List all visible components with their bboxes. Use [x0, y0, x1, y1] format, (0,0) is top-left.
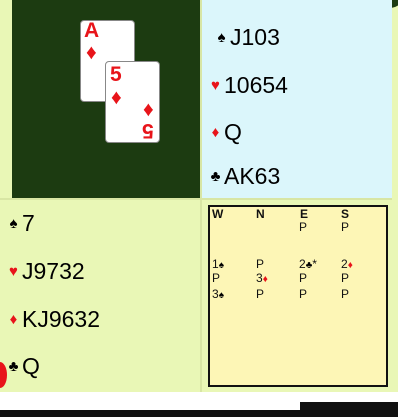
north-diamonds-holding[interactable]: ♦Q: [207, 119, 242, 146]
club-icon: ♣: [306, 260, 313, 271]
bid-call: P: [299, 288, 307, 300]
west-spades-holding[interactable]: ♠7: [5, 210, 35, 237]
north-clubs-holding[interactable]: ♣AK63: [207, 163, 280, 190]
bid-call: P: [256, 258, 264, 270]
diamond-icon: ♦: [86, 42, 97, 63]
holding-cards: KJ9632: [22, 306, 100, 332]
diamond-icon: ♦: [143, 99, 154, 120]
north-spades-holding[interactable]: ♠J103: [213, 24, 280, 51]
bid-call: 3♦: [256, 272, 268, 286]
heart-icon: ♥: [5, 259, 22, 285]
holding-cards: 7: [22, 210, 35, 236]
horizontal-divider: [0, 198, 392, 200]
holding-cards: Q: [22, 353, 40, 379]
diamond-icon: ♦: [348, 260, 353, 271]
bid-call: P: [341, 272, 349, 284]
club-icon: ♣: [207, 164, 224, 190]
spade-icon: ♠: [5, 211, 22, 237]
vertical-divider: [200, 0, 202, 392]
holding-cards: Q: [224, 119, 242, 145]
bid-call: 3♠: [212, 288, 224, 302]
diamond-icon: ♦: [207, 120, 224, 146]
right-edge-strip: [392, 0, 398, 392]
holding-cards: 10654: [224, 72, 288, 98]
spade-icon: ♠: [213, 25, 230, 51]
bid-call: 1♠: [212, 258, 224, 272]
bid-call: P: [341, 221, 349, 233]
bid-call: P: [299, 272, 307, 284]
club-icon: ♣: [5, 354, 22, 380]
bid-header-north: N: [256, 208, 265, 220]
holding-cards: J9732: [22, 258, 85, 284]
card-rank: A: [84, 20, 99, 41]
spade-icon: ♠: [219, 290, 224, 301]
bidding-box: [208, 205, 388, 387]
bid-call: P: [341, 288, 349, 300]
west-diamonds-holding[interactable]: ♦KJ9632: [5, 306, 100, 333]
heart-icon: ♥: [207, 73, 224, 99]
bid-call: P: [256, 288, 264, 300]
bid-call: 2♦: [341, 258, 353, 272]
played-card-five-of-diamonds[interactable]: 5 ♦ ♦ 5: [105, 61, 160, 143]
diamond-icon: ♦: [111, 87, 122, 108]
holding-cards: J103: [230, 24, 280, 50]
diamond-icon: ♦: [263, 274, 268, 285]
holding-cards: AK63: [224, 163, 280, 189]
bid-header-west: W: [212, 208, 223, 220]
bottom-dark-line: [0, 410, 300, 417]
card-rank-inverted: 5: [142, 120, 154, 141]
north-hearts-holding[interactable]: ♥10654: [207, 72, 288, 99]
west-hearts-holding[interactable]: ♥J9732: [5, 258, 85, 285]
bid-header-south: S: [341, 208, 349, 220]
spade-icon: ♠: [219, 260, 224, 271]
card-rank: 5: [110, 64, 122, 85]
bid-call: 2♣*: [299, 258, 317, 272]
bid-call: P: [299, 221, 307, 233]
bid-header-east: E: [300, 208, 308, 220]
west-clubs-holding[interactable]: ♣Q: [5, 353, 40, 380]
diamond-icon: ♦: [5, 307, 22, 333]
bid-call: P: [212, 272, 220, 284]
